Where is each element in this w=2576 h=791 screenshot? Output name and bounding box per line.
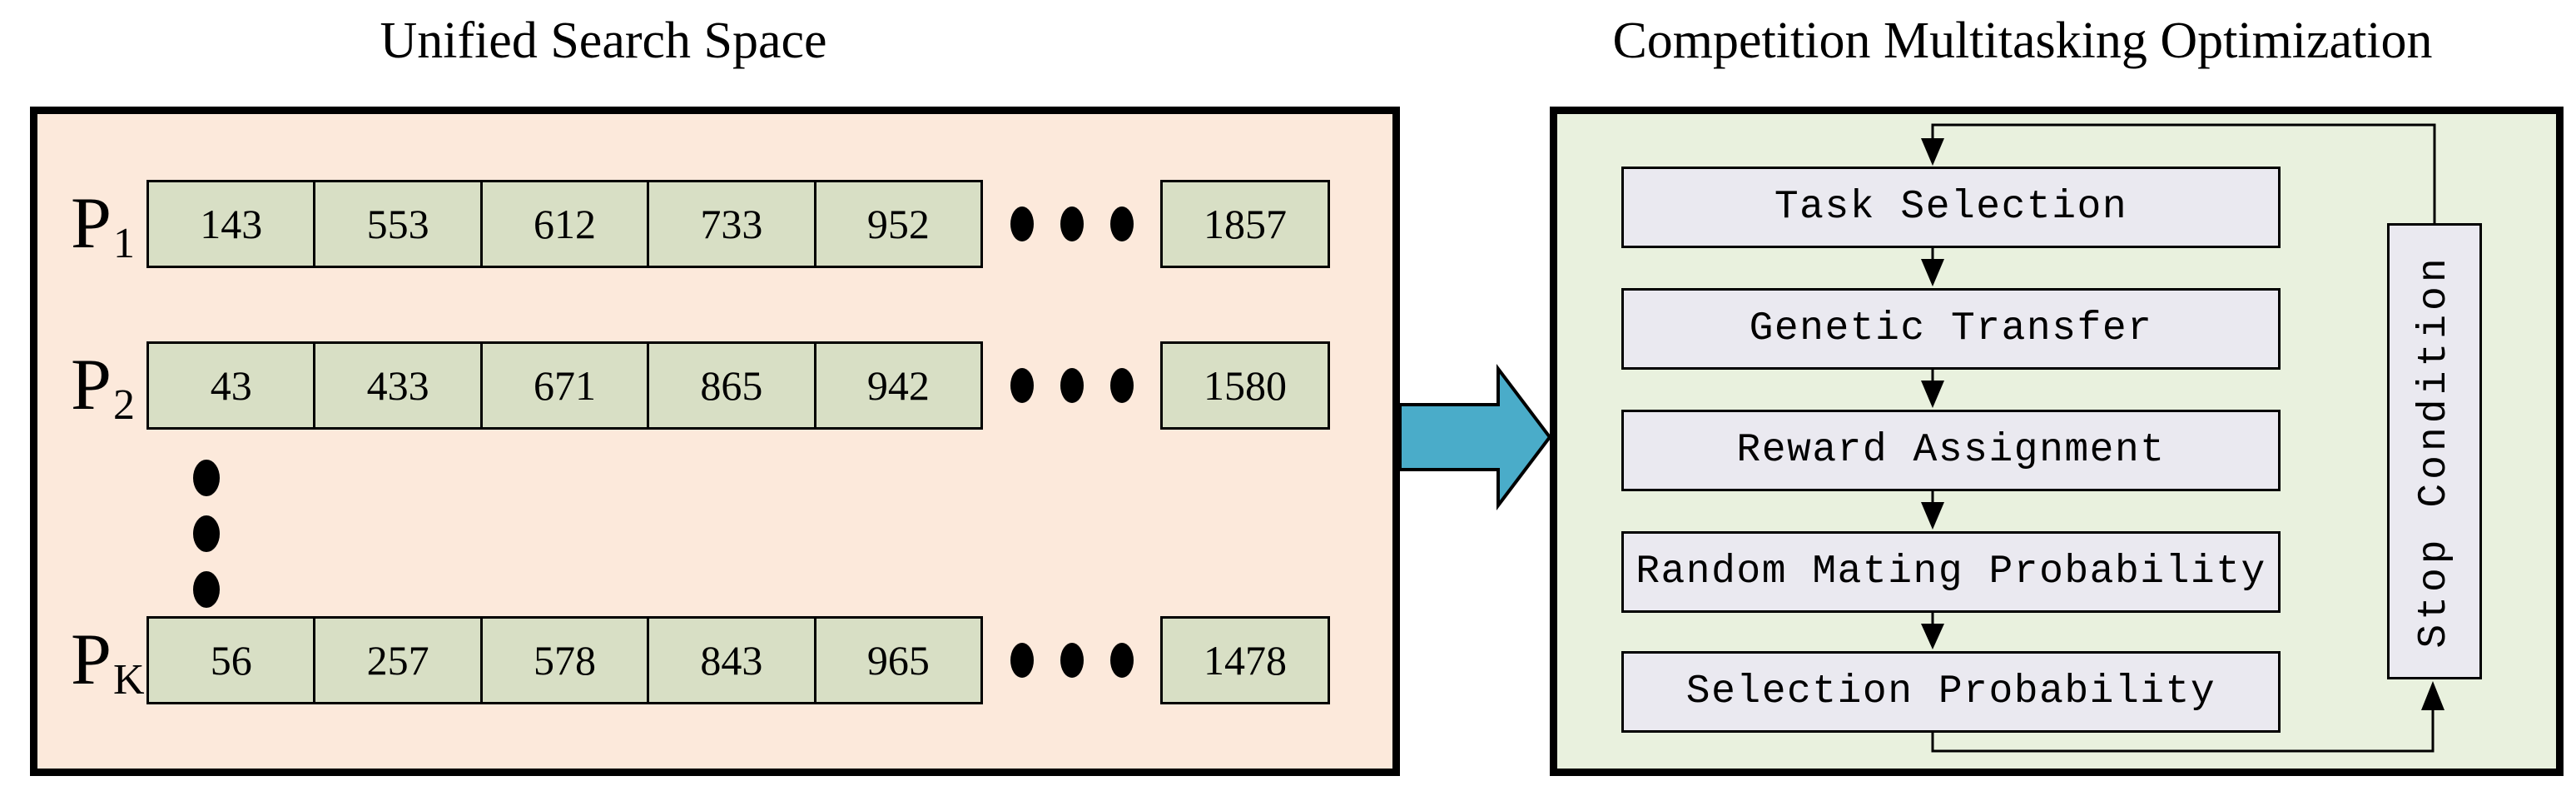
- p2-cell-5: 942: [866, 362, 930, 409]
- dot-icon: [1010, 368, 1034, 403]
- dot-icon: [193, 460, 220, 496]
- stop-condition-label: Stop Condition: [2412, 254, 2457, 649]
- p2-letter: P: [71, 345, 112, 425]
- p2-subscript: 2: [112, 381, 135, 429]
- p2-cell-strip: 43 433 671 865 942: [146, 341, 983, 430]
- p1-ellipsis-horizontal-icon: [1010, 206, 1134, 241]
- pk-cell-2: 257: [315, 619, 483, 702]
- right-panel-title: Competition Multitasking Optimization: [1612, 12, 2433, 69]
- dot-icon: [193, 515, 220, 552]
- step-selection-probability: Selection Probability: [1621, 651, 2281, 733]
- pk-cell-5: 965: [866, 637, 930, 684]
- dot-icon: [1110, 206, 1134, 241]
- p1-last-cell: 1857: [1160, 180, 1330, 268]
- step-task-selection: Task Selection: [1621, 167, 2281, 248]
- left-panel-title: Unified Search Space: [380, 12, 827, 69]
- p2-last-cell: 1580: [1160, 341, 1330, 430]
- pk-last-cell: 1478: [1160, 616, 1330, 704]
- pk-subscript: K: [112, 656, 145, 704]
- step-reward-assignment: Reward Assignment: [1621, 410, 2281, 491]
- ellipsis-vertical-icon: [193, 460, 220, 608]
- p1-cell-strip: 143 553 612 733 952: [146, 180, 983, 268]
- pk-cell-strip: 56 257 578 843 965: [146, 616, 983, 704]
- dot-icon: [1110, 368, 1134, 403]
- dot-icon: [193, 571, 220, 608]
- step-random-mating-probability: Random Mating Probability: [1621, 531, 2281, 613]
- p2-cell-1: 43: [149, 344, 316, 427]
- step-genetic-transfer: Genetic Transfer: [1621, 288, 2281, 370]
- dot-icon: [1010, 206, 1034, 241]
- dot-icon: [1060, 368, 1084, 403]
- p1-cell-4: 733: [649, 182, 816, 266]
- p1-cell-2: 553: [315, 182, 483, 266]
- p1-cell-3: 612: [483, 182, 650, 266]
- p1-letter: P: [71, 183, 112, 264]
- pk-ellipsis-horizontal-icon: [1010, 643, 1134, 678]
- pk-letter: P: [71, 619, 112, 700]
- pk-cell-3: 578: [483, 619, 650, 702]
- p2-cell-2: 433: [315, 344, 483, 427]
- pk-cell-1: 56: [149, 619, 316, 702]
- dot-icon: [1060, 206, 1084, 241]
- dot-icon: [1060, 643, 1084, 678]
- p2-ellipsis-horizontal-icon: [1010, 368, 1134, 403]
- flow-arrow-right-icon: [1398, 364, 1552, 510]
- p2-cell-4: 865: [649, 344, 816, 427]
- p1-cell-5: 952: [866, 201, 930, 247]
- pk-cell-4: 843: [649, 619, 816, 702]
- flow-arrow-shape: [1398, 364, 1552, 510]
- stop-condition-box: Stop Condition: [2387, 223, 2482, 679]
- dot-icon: [1110, 643, 1134, 678]
- dot-icon: [1010, 643, 1034, 678]
- p1-cell-1: 143: [149, 182, 316, 266]
- p1-subscript: 1: [112, 220, 135, 267]
- p2-cell-3: 671: [483, 344, 650, 427]
